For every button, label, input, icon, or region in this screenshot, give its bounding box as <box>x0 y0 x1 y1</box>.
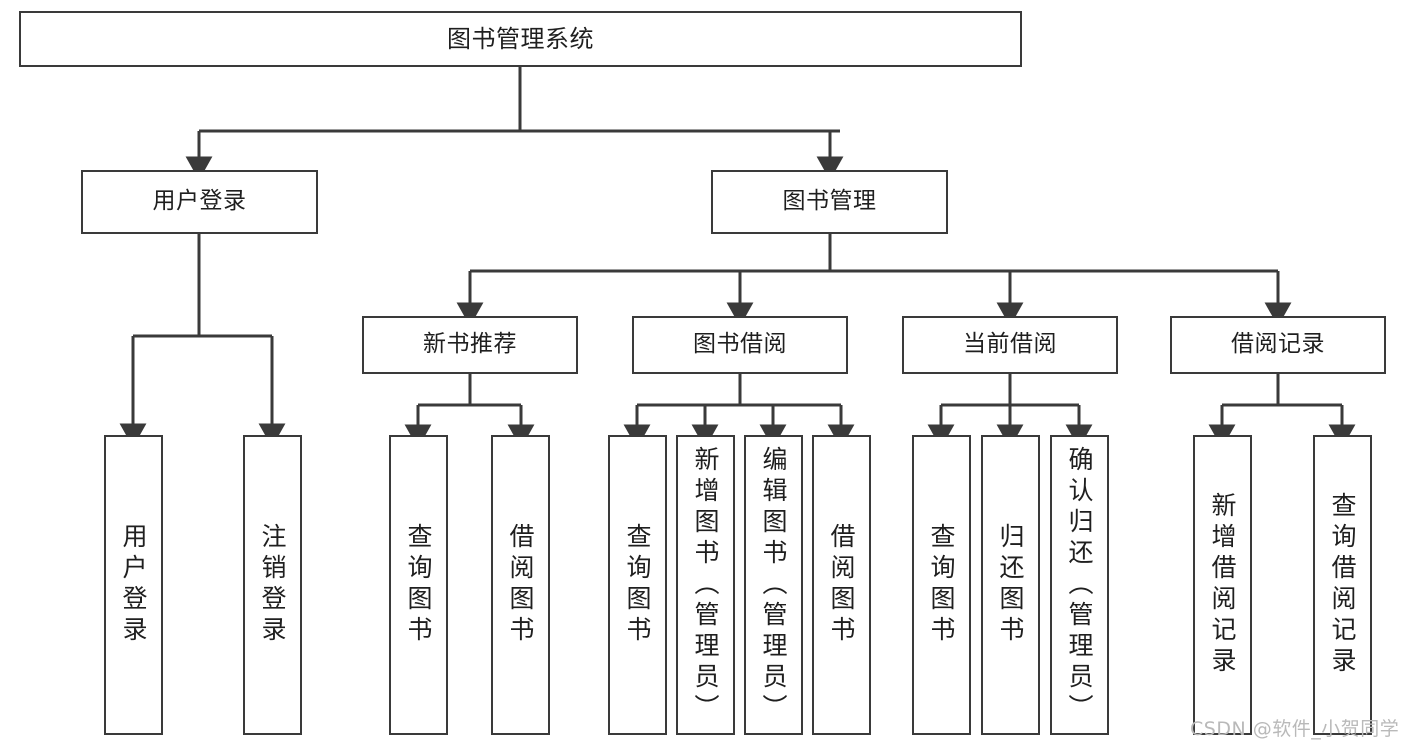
node-user-login[interactable]: 用户登录 <box>81 170 318 234</box>
leaf-borrow-edit-book[interactable]: 编辑图书（管理员） <box>744 435 803 735</box>
leaf-records-add-record[interactable]: 新增借阅记录 <box>1193 435 1252 735</box>
leaf-current-query-book[interactable]: 查询图书 <box>912 435 971 735</box>
leaf-borrow-query-book[interactable]: 查询图书 <box>608 435 667 735</box>
leaf-new-book-borrow[interactable]: 借阅图书 <box>491 435 550 735</box>
node-current-borrow-label: 当前借阅 <box>963 331 1057 358</box>
leaf-borrow-query-book-label: 查询图书 <box>623 523 652 647</box>
leaf-user-login-signout[interactable]: 注销登录 <box>243 435 302 735</box>
node-borrow-records-label: 借阅记录 <box>1231 331 1325 358</box>
node-new-book-recommend-label: 新书推荐 <box>423 331 517 358</box>
leaf-borrow-add-book[interactable]: 新增图书（管理员） <box>676 435 735 735</box>
leaf-borrow-borrow-book[interactable]: 借阅图书 <box>812 435 871 735</box>
leaf-records-add-record-label: 新增借阅记录 <box>1208 492 1237 678</box>
leaf-current-confirm-return[interactable]: 确认归还（管理员） <box>1050 435 1109 735</box>
node-book-management[interactable]: 图书管理 <box>711 170 948 234</box>
node-new-book-recommend[interactable]: 新书推荐 <box>362 316 578 374</box>
leaf-user-login-signout-label: 注销登录 <box>258 523 287 647</box>
node-book-management-label: 图书管理 <box>782 188 877 215</box>
leaf-user-login-signin-label: 用户登录 <box>119 523 148 647</box>
leaf-current-confirm-return-label: 确认归还（管理员） <box>1065 445 1094 725</box>
leaf-records-query-record[interactable]: 查询借阅记录 <box>1313 435 1372 735</box>
node-root[interactable]: 图书管理系统 <box>19 11 1022 67</box>
leaf-new-book-query-label: 查询图书 <box>404 523 433 647</box>
leaf-user-login-signin[interactable]: 用户登录 <box>104 435 163 735</box>
leaf-current-return-book-label: 归还图书 <box>996 523 1025 647</box>
csdn-watermark: CSDN @软件_小贺同学 <box>1190 718 1400 740</box>
node-borrow-records[interactable]: 借阅记录 <box>1170 316 1386 374</box>
node-book-borrow-label: 图书借阅 <box>693 331 787 358</box>
leaf-current-query-book-label: 查询图书 <box>927 523 956 647</box>
leaf-borrow-edit-book-label: 编辑图书（管理员） <box>759 445 788 725</box>
node-book-borrow[interactable]: 图书借阅 <box>632 316 848 374</box>
node-user-login-label: 用户登录 <box>152 188 247 215</box>
leaf-records-query-record-label: 查询借阅记录 <box>1328 492 1357 678</box>
leaf-new-book-borrow-label: 借阅图书 <box>506 523 535 647</box>
leaf-borrow-borrow-book-label: 借阅图书 <box>827 523 856 647</box>
node-root-label: 图书管理系统 <box>447 24 594 53</box>
leaf-current-return-book[interactable]: 归还图书 <box>981 435 1040 735</box>
leaf-new-book-query[interactable]: 查询图书 <box>389 435 448 735</box>
node-current-borrow[interactable]: 当前借阅 <box>902 316 1118 374</box>
leaf-borrow-add-book-label: 新增图书（管理员） <box>691 445 720 725</box>
